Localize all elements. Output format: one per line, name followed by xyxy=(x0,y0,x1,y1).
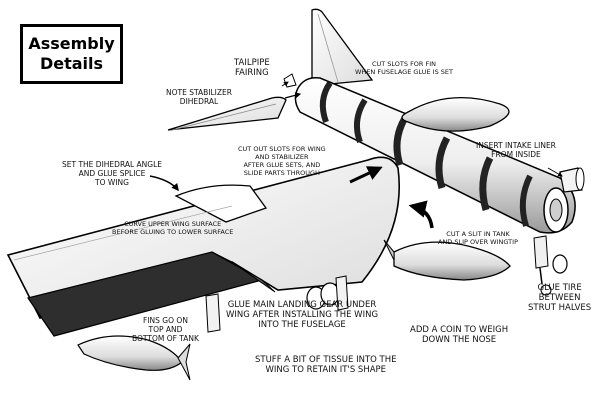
stabilizer-dihedral-line xyxy=(171,103,277,131)
horizontal-stabilizer xyxy=(167,96,287,131)
small-tank xyxy=(77,335,191,381)
title-line-2: Details xyxy=(39,54,104,73)
tail-fin-rib xyxy=(317,13,339,83)
arrow-wing-slide xyxy=(349,166,383,184)
tail-fin xyxy=(311,8,374,87)
arrow-dihedral xyxy=(149,175,179,192)
nose-gear-parts xyxy=(533,235,568,296)
main-wing xyxy=(6,156,401,337)
arrow-stabilizer xyxy=(284,92,302,99)
intake-liner xyxy=(559,167,585,193)
fuselage xyxy=(294,76,576,234)
arrow-intake xyxy=(547,167,563,177)
landing-gear-parts xyxy=(205,275,349,333)
assembly-details-title-box: Assembly Details xyxy=(20,24,123,84)
title-line-1: Assembly xyxy=(28,34,115,53)
tip-tank-left xyxy=(383,239,511,281)
tailpipe-fairing-part xyxy=(283,73,297,88)
arrow-tailpipe xyxy=(281,81,289,87)
arrow-tank-slide xyxy=(408,200,434,229)
tip-tank-right xyxy=(401,96,510,132)
